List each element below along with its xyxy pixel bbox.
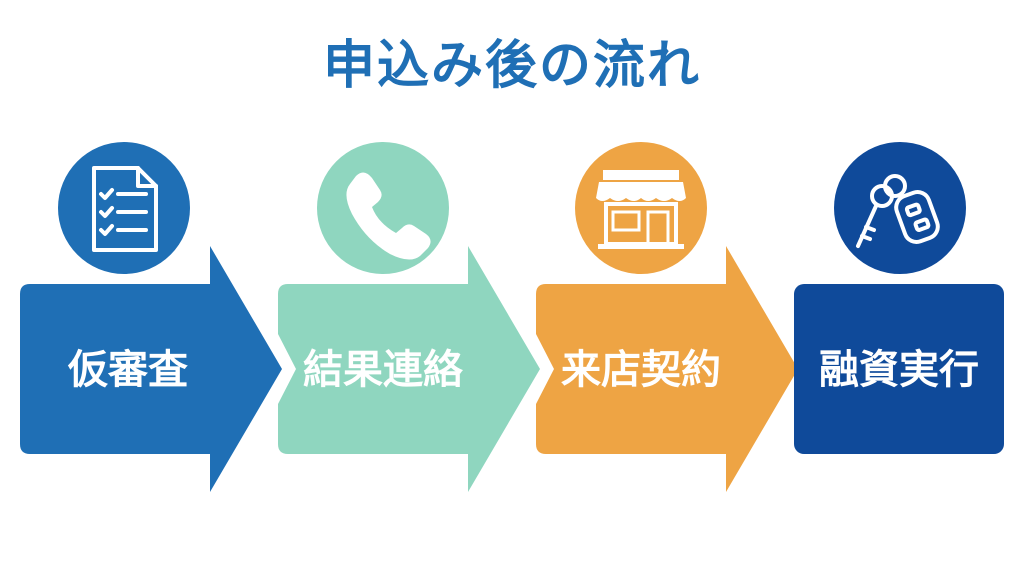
step-4-label: 融資実行 (819, 347, 979, 393)
step-2-arrow (278, 246, 540, 492)
step-1-icon-circle (58, 142, 190, 274)
storefront-icon (596, 170, 686, 249)
step-1-arrow (20, 246, 282, 492)
step-3-label: 来店契約 (561, 347, 721, 393)
step-2-label: 結果連絡 (303, 347, 464, 393)
step-2: 結果連絡 (278, 142, 540, 492)
step-1: 仮審査 (20, 142, 282, 492)
step-2-icon-circle (317, 142, 449, 274)
step-4-box (794, 284, 1004, 454)
telephone-icon (346, 172, 431, 260)
step-4: 融資実行 (794, 142, 1004, 454)
step-1-label: 仮審査 (67, 347, 188, 393)
step-4-icon-circle (834, 142, 966, 274)
checklist-document-icon (92, 166, 158, 252)
page-title: 申込み後の流れ (322, 36, 701, 96)
step-3: 来店契約 (536, 142, 798, 492)
car-key-icon (856, 174, 940, 248)
step-3-arrow (536, 246, 798, 492)
step-3-icon-circle (575, 142, 707, 274)
